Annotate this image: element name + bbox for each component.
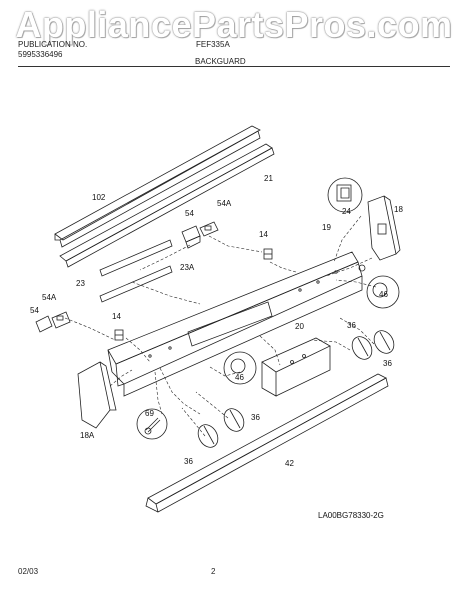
part-46-knob-middle (223, 351, 257, 385)
part-69-screw (136, 408, 168, 440)
header-rule (18, 66, 450, 67)
part-19-backguard-panel (107, 251, 363, 397)
label-46-right: 46 (379, 290, 388, 299)
part-21-trim-strip (59, 143, 275, 268)
label-36-bottom: 36 (184, 457, 193, 466)
part-18-end-cap (367, 195, 401, 261)
part-24-light-switch (327, 177, 363, 213)
part-14-clip-lower (114, 329, 124, 341)
part-54-clip-lower (51, 311, 71, 329)
label-54-upper: 54 (185, 209, 194, 218)
label-23a: 23A (180, 263, 195, 272)
diagram-code: LA00BG78330-2G (318, 511, 384, 520)
site-watermark: AppliancePartsPros.com (15, 4, 453, 45)
footer-date: 02/03 (18, 567, 39, 576)
label-54a-lower: 54A (42, 293, 57, 302)
model-code: FEF335A (196, 40, 230, 49)
label-42: 42 (285, 459, 294, 468)
section-title: BACKGUARD (195, 57, 246, 66)
part-20-timer-module (261, 337, 331, 397)
part-36-knob-bottom (197, 424, 219, 448)
label-24: 24 (342, 207, 351, 216)
part-42-lower-trim (145, 373, 389, 513)
publication-number: 5995336496 (18, 50, 63, 59)
label-54a-upper: 54A (217, 199, 232, 208)
label-36-center: 36 (251, 413, 260, 422)
label-36-right-upper: 36 (347, 321, 356, 330)
label-21: 21 (264, 174, 273, 183)
part-18a-end-cap (77, 361, 117, 429)
part-54a-clip-upper (199, 221, 219, 237)
footer-page-number: 2 (211, 567, 216, 576)
label-54-lower: 54 (30, 306, 39, 315)
label-46-middle: 46 (235, 373, 244, 382)
part-labels: 102 21 24 18 54A 54 14 19 23 23A 46 54A … (30, 174, 403, 468)
part-14-clip-upper (263, 248, 273, 260)
label-23: 23 (76, 279, 85, 288)
label-14-upper: 14 (259, 230, 268, 239)
part-46-knob-right (358, 264, 400, 309)
label-102: 102 (92, 193, 106, 202)
part-36-knob-center (223, 408, 245, 432)
part-23-bracket (99, 239, 173, 277)
label-19: 19 (322, 223, 331, 232)
part-102-trim-strip (54, 125, 261, 248)
part-36-knob-right-lower (351, 336, 373, 360)
label-18a: 18A (80, 431, 95, 440)
part-23a-bracket (99, 265, 173, 303)
part-36-knob-right-upper (373, 330, 395, 354)
part-54-clip-upper (181, 225, 201, 249)
label-18: 18 (394, 205, 403, 214)
leader-lines (64, 215, 377, 437)
label-14-lower: 14 (112, 312, 121, 321)
publication-label: PUBLICATION NO. (18, 40, 88, 49)
part-54a-clip-lower (35, 315, 53, 333)
label-69: 69 (145, 409, 154, 418)
label-20: 20 (295, 322, 304, 331)
label-36-right-lower: 36 (383, 359, 392, 368)
